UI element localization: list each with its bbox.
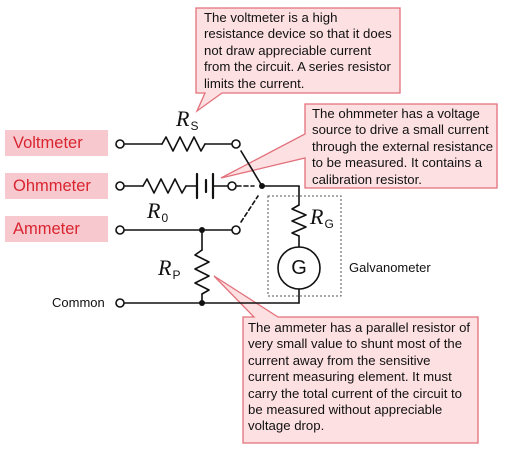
rg-sub: G	[324, 217, 334, 231]
ammeter-switch-dash	[240, 195, 259, 223]
rp-bottom-junction	[199, 300, 205, 306]
voltmeter-contact	[231, 139, 241, 149]
switch-pivot	[259, 183, 265, 189]
common-label: Common	[52, 295, 105, 310]
rg-resistor	[291, 204, 307, 237]
ohmmeter-contact	[227, 181, 237, 191]
voltmeter-terminal[interactable]	[115, 139, 125, 149]
r0-main: R	[147, 198, 161, 223]
voltmeter-label: Voltmeter	[5, 130, 108, 156]
rg-main: R	[310, 204, 324, 229]
ammeter-terminal[interactable]	[115, 225, 125, 235]
calibration-resistor	[142, 178, 187, 194]
r0-symbol: R0	[147, 200, 168, 229]
galvanometer-symbol: G	[291, 257, 307, 279]
rs-resistor	[161, 136, 206, 152]
rg-symbol: RG	[310, 206, 334, 235]
rp-sub: P	[172, 268, 181, 282]
r0-sub: 0	[161, 211, 169, 225]
rs-main: R	[176, 106, 190, 131]
ohmmeter-terminal[interactable]	[115, 181, 125, 191]
ammeter-contact	[231, 225, 241, 235]
ammeter-callout-text: The ammeter has a parallel resistor of v…	[248, 320, 471, 434]
rp-main: R	[158, 255, 172, 280]
switch-arm	[240, 150, 263, 187]
galvanometer-label: Galvanometer	[349, 260, 431, 275]
rs-symbol: RS	[176, 108, 198, 137]
rp-resistor	[194, 249, 210, 295]
voltmeter-callout-text: The voltmeter is a high resistance devic…	[204, 10, 392, 91]
ammeter-callout-bubble	[213, 275, 479, 444]
rs-sub: S	[190, 119, 199, 133]
common-terminal[interactable]	[115, 298, 125, 308]
ohmmeter-label: Ohmmeter	[5, 173, 108, 199]
rp-top-junction	[199, 227, 205, 233]
ohmmeter-callout-text: The ohmmeter has a voltage source to dri…	[312, 106, 494, 187]
galvanometer-enclosure	[267, 195, 342, 297]
voltmeter-callout-bubble	[195, 7, 401, 113]
ammeter-label: Ammeter	[5, 216, 108, 242]
rp-symbol: RP	[158, 257, 180, 286]
ohmmeter-callout-bubble	[220, 103, 498, 189]
